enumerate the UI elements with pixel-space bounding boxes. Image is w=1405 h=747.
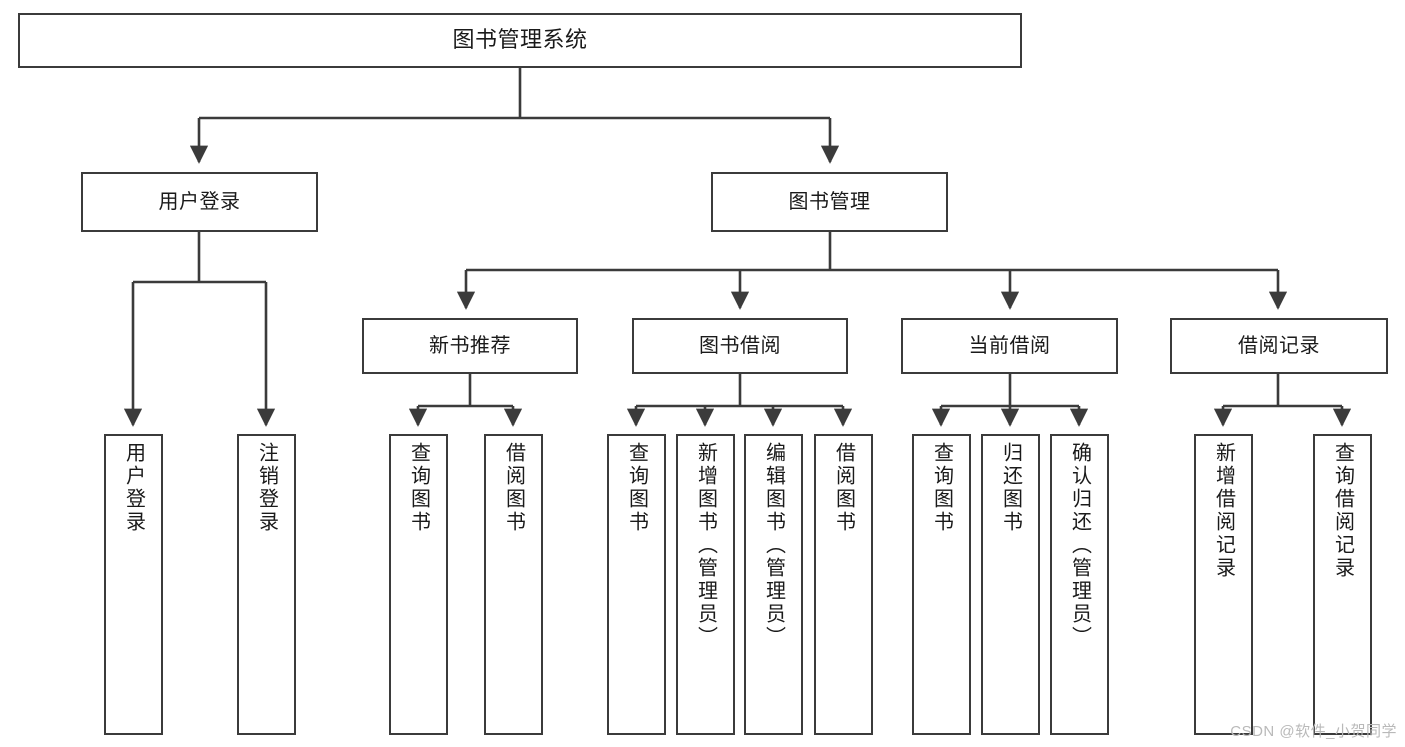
node-label: 借阅图书 [832,442,855,534]
node-label: 查询图书 [625,442,648,534]
leaf-query-book-borrow[interactable]: 查询图书 [607,434,666,735]
leaf-query-borrow-record[interactable]: 查询借阅记录 [1313,434,1372,735]
node-label: 图书管理系统 [452,27,588,53]
leaf-return-book[interactable]: 归还图书 [981,434,1040,735]
leaf-user-login[interactable]: 用户登录 [104,434,163,735]
leaf-confirm-return-admin[interactable]: 确认归还（管理员） [1050,434,1109,735]
leaf-edit-book-admin[interactable]: 编辑图书（管理员） [744,434,803,735]
node-label: 用户登录 [158,190,241,213]
node-label: 借阅记录 [1238,334,1320,357]
node-label: 归还图书 [999,442,1022,534]
node-label: 注销登录 [255,442,278,534]
node-root-book-management-system[interactable]: 图书管理系统 [18,13,1022,68]
node-label: 用户登录 [122,442,145,534]
node-book-borrow[interactable]: 图书借阅 [632,318,848,374]
node-label: 新书推荐 [429,334,511,357]
node-label: 新增图书（管理员） [694,442,717,649]
csdn-watermark: CSDN @软件_小贺同学 [1230,723,1397,740]
leaf-query-book-new-rec[interactable]: 查询图书 [389,434,448,735]
leaf-add-borrow-record[interactable]: 新增借阅记录 [1194,434,1253,735]
node-label: 查询图书 [407,442,430,534]
node-label: 查询图书 [930,442,953,534]
node-label: 当前借阅 [968,334,1051,357]
node-book-management[interactable]: 图书管理 [711,172,948,232]
node-label: 确认归还（管理员） [1068,442,1091,649]
node-new-book-recommendation[interactable]: 新书推荐 [362,318,578,374]
node-label: 编辑图书（管理员） [762,442,785,649]
node-label: 新增借阅记录 [1212,442,1235,580]
leaf-query-book-current[interactable]: 查询图书 [912,434,971,735]
leaf-add-book-admin[interactable]: 新增图书（管理员） [676,434,735,735]
node-label: 图书借阅 [699,334,781,357]
node-label: 查询借阅记录 [1331,442,1354,580]
leaf-borrow-book-new-rec[interactable]: 借阅图书 [484,434,543,735]
node-user-login[interactable]: 用户登录 [81,172,318,232]
leaf-logout-login[interactable]: 注销登录 [237,434,296,735]
node-borrow-record[interactable]: 借阅记录 [1170,318,1388,374]
node-current-borrow[interactable]: 当前借阅 [901,318,1118,374]
node-label: 借阅图书 [502,442,525,534]
node-label: 图书管理 [788,190,871,213]
leaf-borrow-book[interactable]: 借阅图书 [814,434,873,735]
